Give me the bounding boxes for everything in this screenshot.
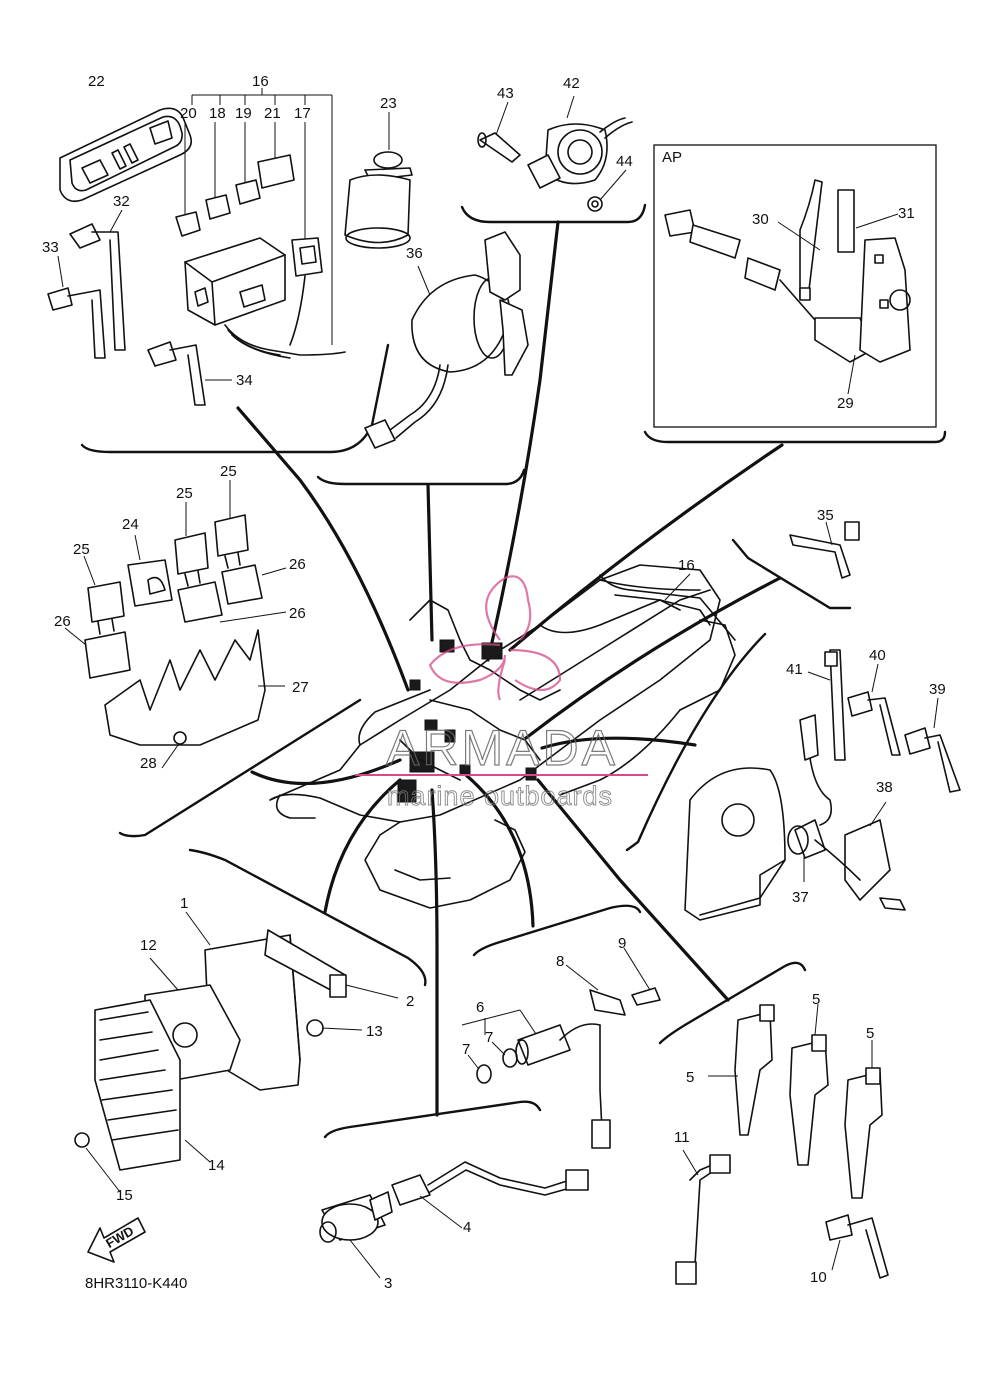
forward-arrow: FWD [87, 1217, 146, 1263]
callout-number-n13: 13 [366, 1023, 383, 1040]
callout-number-n43: 43 [497, 85, 514, 102]
callout-number-n17: 17 [294, 105, 311, 122]
callout-number-n12: 12 [140, 937, 157, 954]
callout-lines [236, 220, 784, 1117]
callout-number-n5a: 5 [686, 1069, 694, 1086]
fuse-box-cover-22 [59, 107, 193, 203]
callout-number-n21: 21 [264, 105, 281, 122]
callout-number-n4: 4 [463, 1219, 471, 1236]
callout-number-n7a: 7 [462, 1041, 470, 1058]
callout-number-n1: 1 [180, 895, 188, 912]
callout-number-n32: 32 [113, 193, 130, 210]
callout-number-n33: 33 [42, 239, 59, 256]
callout-number-n3: 3 [384, 1275, 392, 1292]
callout-number-n20: 20 [180, 105, 197, 122]
callout-number-n42: 42 [563, 75, 580, 92]
callout-number-n10: 10 [810, 1269, 827, 1286]
callout-number-n41: 41 [786, 661, 803, 678]
callout-number-n27: 27 [292, 679, 309, 696]
relays-24-25-26 [64, 480, 287, 769]
callout-number-n11: 11 [674, 1129, 690, 1146]
watermark-subtitle: marine outboards [387, 781, 613, 811]
callout-number-n9: 9 [618, 935, 626, 952]
callout-number-n16a: 16 [252, 73, 269, 90]
grease-bottle-23 [344, 112, 413, 249]
watermark-logo [428, 575, 562, 701]
callout-number-n6: 6 [476, 999, 484, 1016]
callout-number-n35: 35 [817, 507, 834, 524]
callout-number-n25a: 25 [220, 463, 237, 480]
callout-number-n19: 19 [235, 105, 252, 122]
callout-number-n31: 31 [898, 205, 915, 222]
callout-number-n15: 15 [116, 1187, 133, 1204]
callout-number-n25b: 25 [176, 485, 193, 502]
cdi-rectifier-group [74, 911, 399, 1193]
ap-label: AP [662, 149, 682, 166]
callout-number-n29: 29 [837, 395, 854, 412]
callout-number-n26c: 26 [54, 613, 71, 630]
speed-sensor-6-9 [461, 947, 661, 1149]
callout-number-n25c: 25 [73, 541, 90, 558]
callout-number-n28: 28 [140, 755, 157, 772]
callout-number-n5b: 5 [812, 991, 820, 1008]
callout-number-n39: 39 [929, 681, 946, 698]
callout-number-n2: 2 [406, 993, 414, 1010]
callout-number-n37: 37 [792, 889, 809, 906]
buzzer-42 [477, 95, 633, 212]
plug-caps-5 [675, 1003, 889, 1285]
sensor-bracket-37-41 [684, 649, 961, 921]
sensor-lead-3-4 [319, 1161, 589, 1279]
callout-number-n24: 24 [122, 516, 139, 533]
callout-number-n14: 14 [208, 1157, 225, 1174]
callout-number-n16b: 16 [678, 557, 695, 574]
callout-number-n22: 22 [88, 73, 105, 90]
callout-number-n44: 44 [616, 153, 633, 170]
callout-number-n36: 36 [406, 245, 423, 262]
callout-number-n23: 23 [380, 95, 397, 112]
callout-number-n26b: 26 [289, 605, 306, 622]
diagram-code: 8HR3110-K440 [85, 1275, 187, 1292]
fuse-box-16 [175, 88, 346, 359]
callout-number-n8: 8 [556, 953, 564, 970]
cable-tie-35 [664, 521, 860, 601]
callout-number-n34: 34 [236, 372, 253, 389]
cable-ties-32-33-34 [47, 209, 232, 406]
callout-number-n30: 30 [752, 211, 769, 228]
watercraft-hull [269, 564, 736, 909]
callout-number-n40: 40 [869, 647, 886, 664]
main-switch-36 [364, 231, 529, 449]
callout-number-n18: 18 [209, 105, 226, 122]
callout-number-n26a: 26 [289, 556, 306, 573]
callout-number-n7b: 7 [485, 1029, 493, 1046]
callout-number-n5c: 5 [866, 1025, 874, 1042]
watermark: ARMADA marine outboards [355, 575, 648, 811]
group-frames [80, 144, 947, 1139]
ap-kit [664, 179, 911, 395]
watermark-title: ARMADA [386, 720, 618, 776]
callout-number-n38: 38 [876, 779, 893, 796]
